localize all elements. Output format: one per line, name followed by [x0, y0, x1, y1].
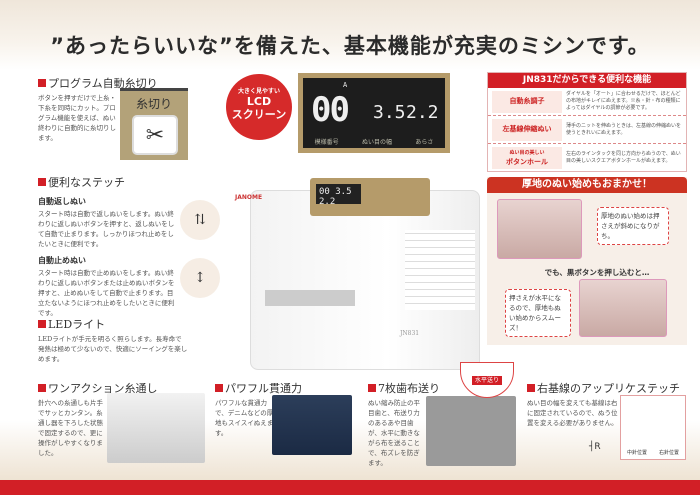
text: スタート時は自動で返しぬいをします。ぬい終わりに返しぬいボタンを押すと、返しぬい… — [38, 210, 175, 248]
jn831-features-panel: JN831だからできる便利な機能 自動糸調子 ダイヤルを「オート」に合わせるだけで… — [487, 72, 687, 172]
brand-logo: JANOME — [235, 194, 263, 201]
section-threader: ワンアクション糸通し 針穴への糸通しも片手でサッとカンタン。糸通し器を下ろした状… — [38, 380, 157, 458]
text: ぬい目の幅を変えても基線は右に固定されているので、ぬう位置を変える必要がありませ… — [527, 399, 618, 427]
caption: ぬい目の幅 — [361, 139, 392, 146]
badge-line2: スクリーン — [231, 108, 287, 121]
feature-row: 自動糸調子 ダイヤルを「オート」に合わせるだけで、ほとんどの布地がキレイにぬえます… — [488, 88, 686, 116]
page-title: ”あったらいいな”を備えた、基本機能が充実のミシンです。 — [50, 34, 650, 58]
caption: 模様番号 — [314, 139, 339, 146]
presser-foot-photo — [497, 199, 582, 259]
threader-photo — [107, 393, 205, 463]
section-applique: 右基線のアップリケステッチ ぬい目の幅を変えても基線は右に固定されているので、ぬ… — [527, 380, 680, 452]
section-power: パワフル貫通力 パワフルな貫通力で、デニムなどの厚地もスイスイぬえます。 — [215, 380, 302, 438]
heading: LEDライト — [38, 316, 188, 332]
stitch-length: 2.2 — [406, 102, 439, 123]
subheading: 自動止めぬい — [38, 256, 86, 265]
feature-key: 左基線伸縮ぬい — [502, 125, 552, 133]
lcd-badge: 大きく見やすい LCD スクリーン — [226, 74, 292, 140]
callout-label: 水平送り — [471, 376, 502, 385]
thick-fabric-panel: 厚地のぬい始めもおまかせ！ 厚地のぬい始めは押さえが斜めになりがち。 でも、黒ボ… — [487, 177, 687, 345]
sewing-machine-photo: 00 3.5 2.2 JANOME JN831 — [230, 160, 480, 375]
section-stitch: 便利なステッチ 自動返しぬい スタート時は自動で返しぬいをします。ぬい終わりに返… — [38, 174, 178, 318]
button-label: 糸切り — [135, 97, 172, 111]
reverse-stitch-icon: ⇅ — [180, 200, 220, 240]
lock-stitch-icon: ↕ — [180, 258, 220, 298]
model-label: JN831 — [400, 330, 420, 337]
stitch-width: 3.5 — [373, 102, 406, 123]
text: ぬい縮み防止の平目歯と、布送り力のあるあや目歯が、水平に動きながら布を送ることで… — [368, 399, 420, 467]
heading: 便利なステッチ — [38, 174, 178, 190]
r-label: R — [594, 442, 601, 452]
subheading: 自動返しぬい — [38, 197, 86, 206]
thread-cut-button-photo: 糸切り ✂ — [120, 88, 188, 160]
feature-text: 左右のラインタックを同じ方向からぬうので、ぬい目の美しいスクエアボタンホールがぬ… — [566, 151, 681, 164]
control-panel: 00 3.5 2.2 — [310, 178, 430, 216]
panel-display: 00 3.5 2.2 — [316, 184, 361, 207]
middle-caption: でも、黒ボタンを押し込むと… — [544, 268, 650, 277]
feature-key: ボタンホール — [506, 158, 548, 166]
speech-bubble: 押さえが水平になるので、厚地もぬい始めからスムーズ！ — [505, 289, 571, 337]
feature-row: 左基線伸縮ぬい 薄手のニットを伸ぬうときは、左基線の伸縮ぬいを使うときれいにぬえま… — [488, 116, 686, 144]
panel-heading: 厚地のぬい始めもおまかせ！ — [487, 177, 687, 193]
bottom-red-band — [0, 480, 700, 495]
heading: 7枚歯布送り — [368, 380, 440, 396]
text: パワフルな貫通力で、デニムなどの厚地もスイスイぬえます。 — [215, 399, 274, 437]
denim-photo — [272, 395, 352, 455]
presser-foot-photo — [579, 279, 667, 337]
feature-key-small: ぬい目の美しい — [509, 150, 545, 156]
lcd-screen: A 00 3.5 2.2 模様番号 ぬい目の幅 あらさ — [298, 73, 450, 153]
text: スタート時は自動で止めぬいをします。ぬい終わりに返しぬいボタンまたは止めぬいボタ… — [38, 269, 175, 317]
needle-plate — [265, 290, 355, 306]
text: 針穴への糸通しも片手でサッとカンタン。糸通し器を下ろした状態で固定するので、更に… — [38, 399, 103, 457]
background-texture — [0, 0, 700, 70]
heading: パワフル貫通力 — [215, 380, 302, 396]
heading: プログラム自動糸切り — [38, 75, 158, 91]
heading: ワンアクション糸通し — [38, 380, 157, 396]
text: LEDライトが手元を明るく照らします。長寿命で発熱は極めて少ないので、快適にソー… — [38, 335, 188, 363]
heading: 右基線のアップリケステッチ — [527, 380, 680, 396]
feed-dogs-photo — [426, 396, 516, 466]
feature-row: ぬい目の美しいボタンホール 左右のラインタックを同じ方向からぬうので、ぬい目の美し… — [488, 144, 686, 172]
feature-text: 薄手のニットを伸ぬうときは、左基線の伸縮ぬいを使うときれいにぬえます。 — [566, 122, 682, 136]
scissors-icon: ✂ — [132, 115, 178, 155]
applique-diagram: 中針位置 右針位置 — [620, 395, 686, 460]
mode-indicator: A — [343, 81, 348, 89]
horizontal-feed-callout: 水平送り — [460, 362, 514, 398]
panel-heading: JN831だからできる便利な機能 — [488, 73, 686, 88]
badge-line1: LCD — [246, 95, 272, 108]
pattern-number: 00 — [311, 90, 350, 130]
diagram-label: 右針位置 — [658, 450, 679, 456]
section-led: LEDライト LEDライトが手元を明るく照らします。長寿命で発熱は極めて少ないの… — [38, 316, 188, 364]
section-feed: 7枚歯布送り ぬい縮み防止の平目歯と、布送り力のあるあや目歯が、水平に動きながら… — [368, 380, 440, 468]
text: ボタンを押すだけで上糸・下糸を同時にカット。プログラム機能を使えば、ぬい終わりに… — [38, 94, 116, 142]
section-thread-cut: プログラム自動糸切り ボタンを押すだけで上糸・下糸を同時にカット。プログラム機能… — [38, 75, 158, 143]
right-baseline-icon: ┤R — [589, 442, 601, 452]
diagram-label: 中針位置 — [626, 450, 647, 456]
feature-text: ダイヤルを「オート」に合わせるだけで、ほとんどの布地がキレイにぬえます。※糸・針… — [566, 91, 681, 111]
caption: あらさ — [415, 139, 434, 146]
badge-small: 大きく見やすい — [237, 88, 280, 95]
stitch-chart — [405, 230, 475, 310]
speech-bubble: 厚地のぬい始めは押さえが斜めになりがち。 — [597, 207, 669, 245]
feature-key: 自動糸調子 — [509, 97, 545, 105]
